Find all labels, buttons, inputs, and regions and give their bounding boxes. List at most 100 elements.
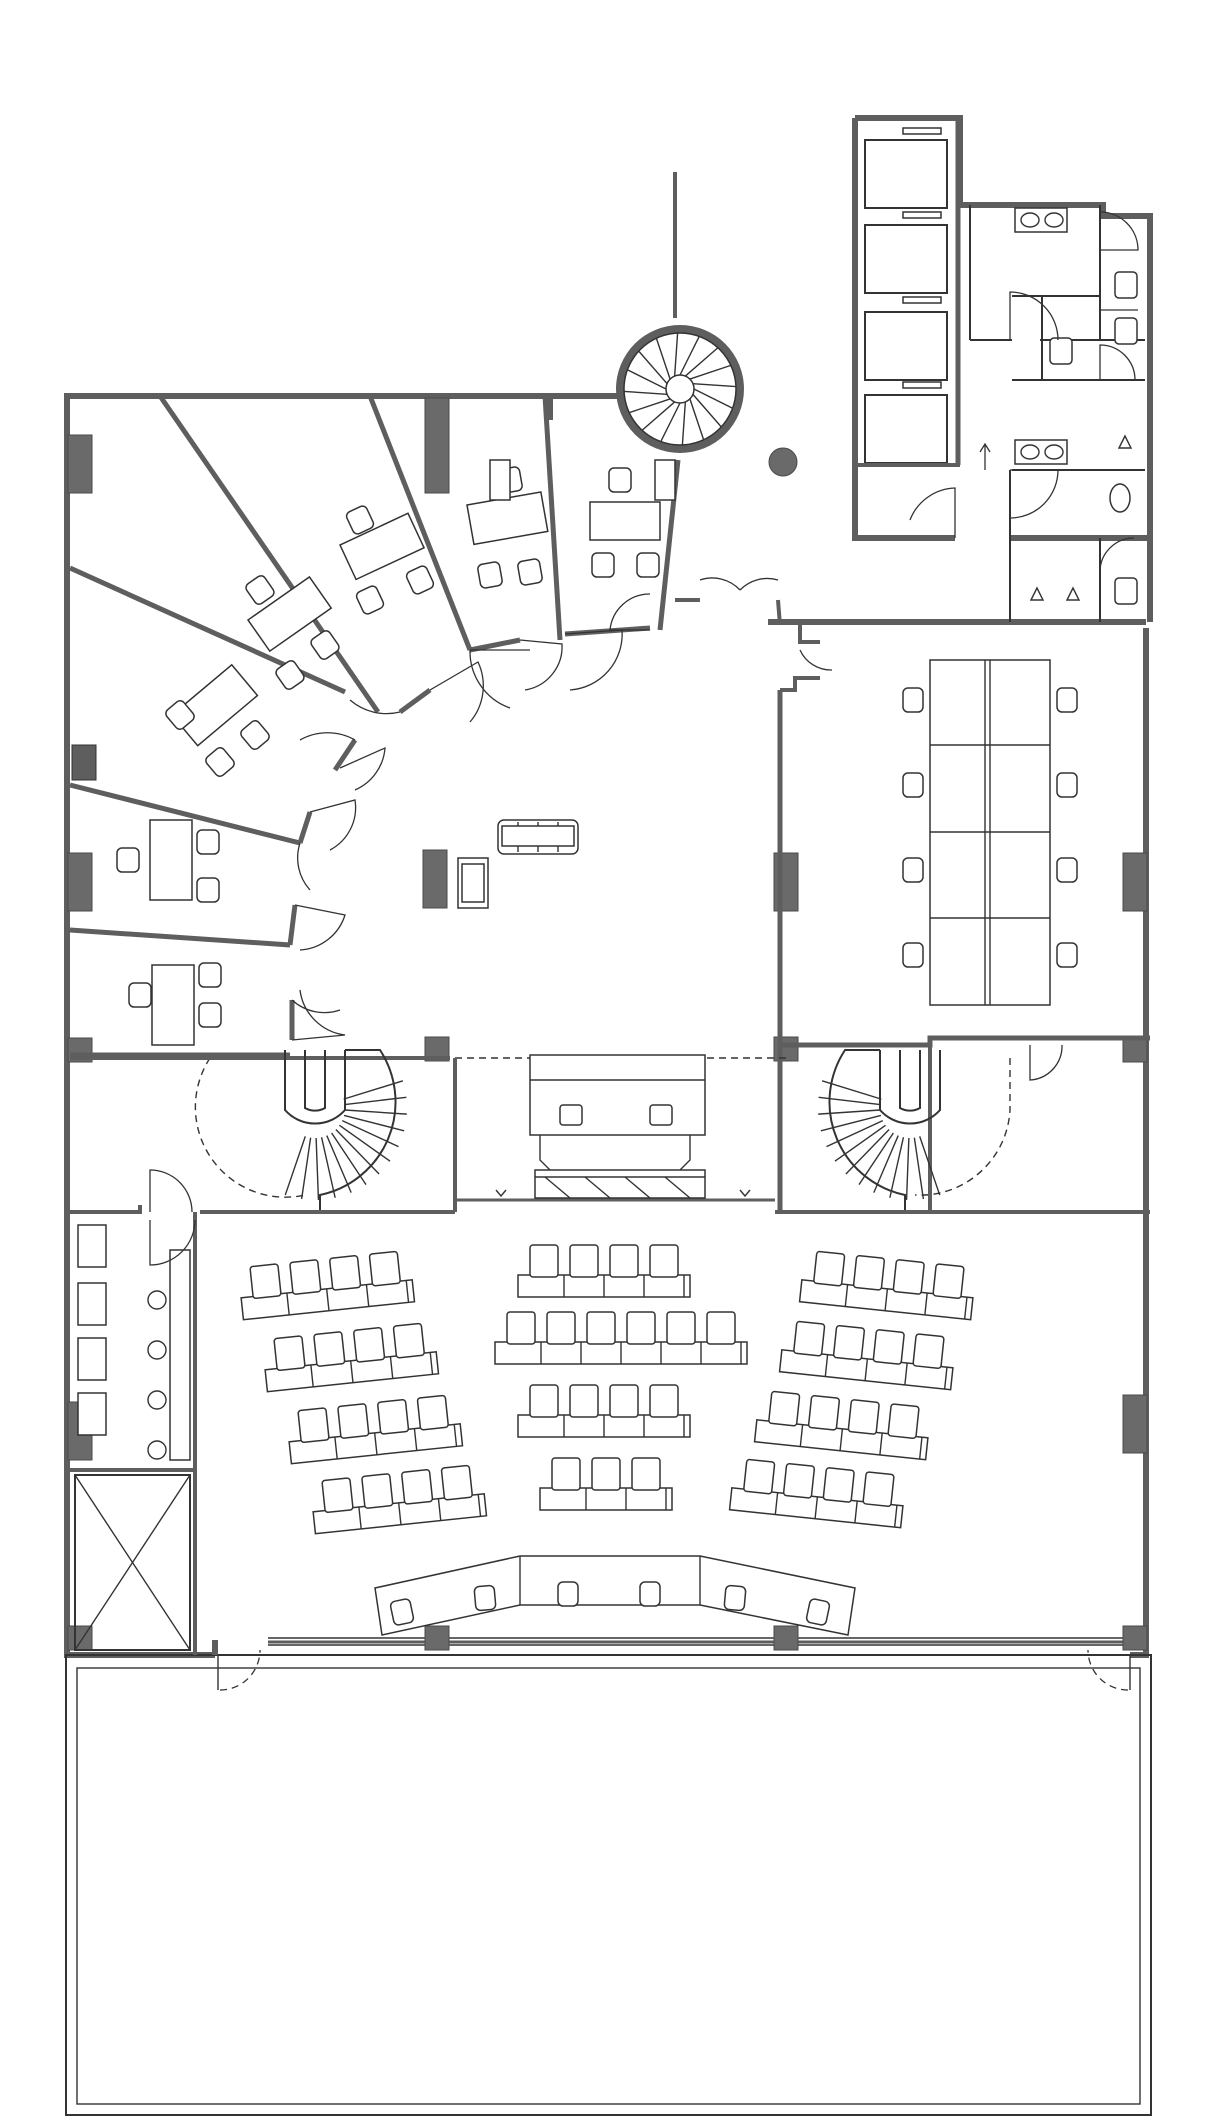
stair-tread bbox=[344, 1109, 407, 1115]
chair-seat bbox=[275, 660, 305, 690]
stair-tread bbox=[326, 1135, 352, 1193]
auditorium-seat bbox=[793, 1320, 826, 1357]
chair bbox=[473, 1584, 497, 1612]
seat-divider bbox=[437, 1498, 442, 1521]
chair bbox=[805, 1598, 831, 1626]
chair bbox=[477, 561, 503, 589]
auditorium-seat bbox=[416, 1394, 449, 1431]
auditorium-seat bbox=[807, 1394, 841, 1431]
chair-seat bbox=[198, 1002, 222, 1028]
desk-top bbox=[339, 512, 426, 581]
spiral-tread bbox=[692, 382, 736, 388]
auditorium-seat bbox=[631, 1457, 661, 1491]
chair-seat bbox=[389, 1598, 415, 1626]
seat-divider bbox=[963, 1297, 968, 1320]
stair-tread bbox=[821, 1080, 882, 1100]
seat-divider bbox=[453, 1424, 458, 1447]
seat-divider bbox=[904, 1362, 908, 1385]
auditorium-seat bbox=[872, 1329, 905, 1365]
auditorium-seat bbox=[440, 1464, 473, 1501]
seat-divider bbox=[864, 1358, 869, 1381]
spiral-tread bbox=[689, 398, 705, 440]
seat-divider bbox=[405, 1280, 410, 1303]
chair bbox=[128, 982, 152, 1008]
auditorium-seat bbox=[586, 1311, 616, 1345]
seat-divider bbox=[389, 1356, 394, 1379]
auditorium-seat bbox=[313, 1331, 346, 1367]
chair-seat bbox=[805, 1598, 831, 1626]
chair bbox=[517, 558, 543, 586]
seat-row bbox=[798, 1250, 974, 1321]
seat-divider bbox=[943, 1367, 948, 1390]
auditorium-seat bbox=[609, 1384, 639, 1418]
stair-tread bbox=[315, 1137, 320, 1200]
seat-divider bbox=[477, 1494, 482, 1517]
auditorium-seat bbox=[401, 1469, 434, 1505]
chair bbox=[557, 1581, 579, 1607]
auditorium-seat bbox=[852, 1254, 886, 1291]
chair-seat bbox=[205, 747, 235, 777]
seat-divider bbox=[799, 1424, 804, 1447]
spiral-tread bbox=[660, 402, 681, 442]
stair-tread bbox=[818, 1109, 881, 1115]
stair-tread bbox=[820, 1114, 882, 1132]
chair-seat bbox=[196, 829, 220, 855]
auditorium-seat bbox=[649, 1384, 679, 1418]
desk-top bbox=[151, 964, 195, 1046]
chair-seat bbox=[636, 552, 660, 578]
auditorium-seat bbox=[832, 1324, 866, 1361]
stair-tread bbox=[889, 1137, 905, 1198]
auditorium-seat bbox=[666, 1311, 696, 1345]
auditorium-seat bbox=[743, 1458, 776, 1495]
stair-tread bbox=[818, 1096, 881, 1106]
chair-seat bbox=[116, 847, 140, 873]
seat-row bbox=[517, 1244, 691, 1298]
chair-seat bbox=[165, 700, 195, 730]
chair bbox=[389, 1598, 415, 1626]
chair-seat bbox=[902, 857, 924, 883]
spiral-tread bbox=[638, 350, 668, 385]
auditorium-seat bbox=[377, 1399, 410, 1435]
auditorium-seat bbox=[289, 1259, 322, 1295]
auditorium-seat bbox=[609, 1244, 639, 1278]
desk-top bbox=[589, 501, 661, 541]
seat-divider bbox=[413, 1428, 418, 1451]
chair-seat bbox=[1056, 857, 1078, 883]
chair-seat bbox=[517, 558, 543, 586]
chair bbox=[636, 552, 660, 578]
auditorium-seat bbox=[626, 1311, 656, 1345]
auditorium-seat bbox=[273, 1335, 306, 1372]
auditorium-seat bbox=[887, 1403, 920, 1440]
chair-seat bbox=[902, 687, 924, 713]
spiral-tread bbox=[679, 336, 700, 376]
chair bbox=[205, 747, 235, 777]
auditorium-seat bbox=[546, 1311, 576, 1345]
seat-divider bbox=[365, 1284, 370, 1307]
seat-divider bbox=[854, 1500, 858, 1523]
chair bbox=[196, 877, 220, 903]
auditorium-seat bbox=[847, 1399, 880, 1435]
auditorium-seat bbox=[569, 1384, 599, 1418]
auditorium-seat bbox=[353, 1327, 386, 1363]
private-offices bbox=[68, 394, 681, 1058]
reception-lobby bbox=[457, 577, 833, 909]
chair bbox=[902, 857, 924, 883]
auditorium-seat bbox=[551, 1457, 581, 1491]
auditorium-seat bbox=[337, 1403, 370, 1439]
auditorium-seat bbox=[862, 1471, 895, 1508]
seat-row bbox=[778, 1320, 954, 1391]
seat-divider bbox=[879, 1432, 883, 1455]
chair bbox=[1056, 942, 1078, 968]
seat-row bbox=[517, 1384, 691, 1438]
auditorium-seat bbox=[506, 1311, 536, 1345]
seat-divider bbox=[918, 1437, 923, 1460]
chair bbox=[310, 630, 340, 660]
stair-tread bbox=[905, 1137, 910, 1200]
spiral-tread bbox=[655, 338, 671, 380]
mid-band bbox=[70, 1045, 1150, 1214]
chair-seat bbox=[355, 585, 385, 615]
office-desk bbox=[151, 964, 195, 1046]
chair-seat bbox=[591, 552, 615, 578]
chair-seat bbox=[245, 575, 275, 605]
chair bbox=[116, 847, 140, 873]
